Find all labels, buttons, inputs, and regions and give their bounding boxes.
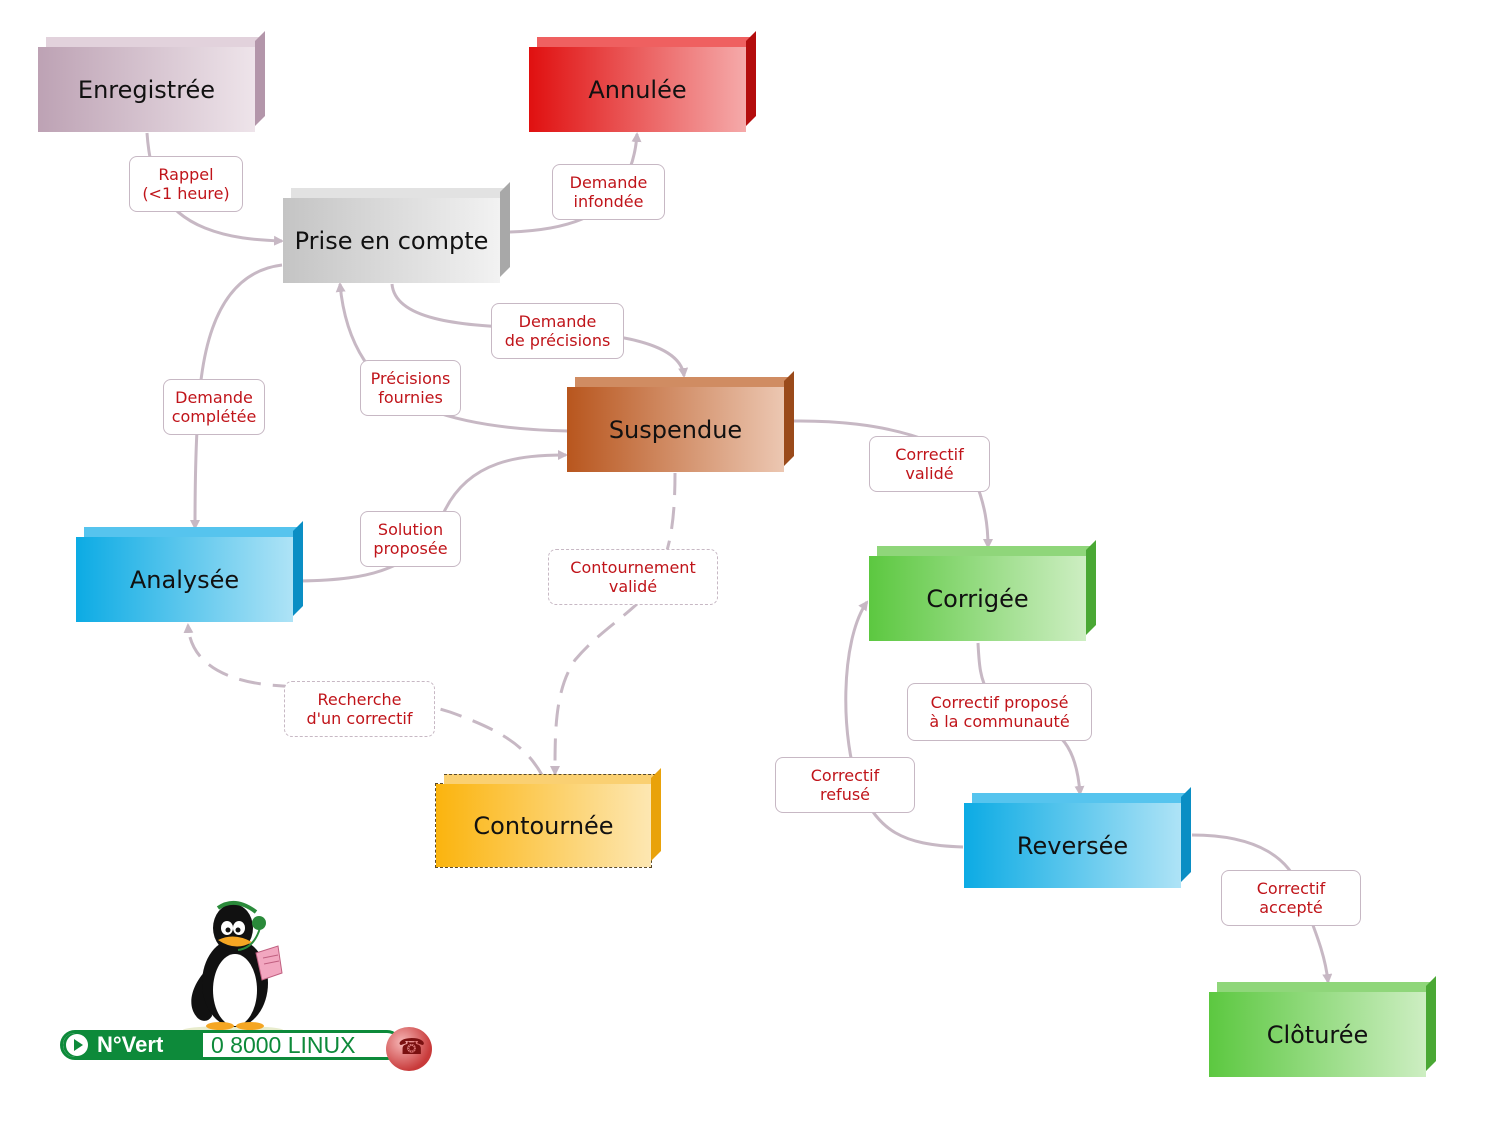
label-demande-precisions: Demande de précisions	[491, 303, 624, 359]
label-line: Correctif	[810, 766, 880, 785]
label-contournement-valide: Contournement validé	[548, 549, 718, 605]
label-line: validé	[905, 464, 954, 483]
state-label: Analysée	[129, 565, 240, 594]
label-line: d'un correctif	[306, 709, 413, 728]
label-correctif-valide: Correctif validé	[869, 436, 990, 492]
state-reversee: Reversée	[964, 787, 1191, 888]
label-line: Demande	[569, 173, 648, 192]
label-line: de précisions	[504, 331, 611, 350]
label-line: Solution	[377, 520, 444, 539]
phone-icon	[386, 1027, 432, 1071]
state-contournee: Contournée	[435, 768, 661, 868]
play-icon	[66, 1034, 88, 1056]
label-line: infondée	[573, 192, 644, 211]
label-line: Contournement	[570, 558, 696, 577]
label-line: à la communauté	[929, 712, 1070, 731]
label-line: accepté	[1259, 898, 1323, 917]
state-cloturee: Clôturée	[1209, 976, 1436, 1077]
state-corrigee: Corrigée	[869, 540, 1096, 641]
label-line: Correctif proposé	[930, 693, 1069, 712]
state-label: Reversée	[1016, 831, 1129, 860]
state-label: Annulée	[588, 75, 687, 104]
label-line: Correctif	[1256, 879, 1326, 898]
state-label: Clôturée	[1266, 1020, 1369, 1049]
label-correctif-accepte: Correctif accepté	[1221, 870, 1361, 926]
label-demande-infondee: Demande infondée	[552, 164, 665, 220]
badge-label: N°Vert	[97, 1032, 164, 1057]
label-line: (<1 heure)	[142, 184, 230, 203]
edge-solution-proposee	[299, 450, 568, 583]
state-annulee: Annulée	[529, 31, 756, 132]
label-line: complétée	[171, 407, 257, 426]
label-line: Demande	[518, 312, 597, 331]
state-prise-en-compte: Prise en compte	[283, 182, 510, 283]
state-label: Corrigée	[926, 584, 1029, 613]
badge-pill: N°Vert 0 8000 LINUX	[60, 1030, 402, 1060]
label-demande-completee: Demande complétée	[163, 379, 265, 435]
label-line: Précisions	[370, 369, 451, 388]
label-line: Recherche	[317, 690, 402, 709]
label-precisions-fournies: Précisions fournies	[360, 360, 461, 416]
label-line: refusé	[819, 785, 871, 804]
numero-vert-badge: N°Vert 0 8000 LINUX	[60, 1027, 434, 1071]
badge-number: 0 8000 LINUX	[211, 1032, 356, 1058]
label-correctif-refuse: Correctif refusé	[775, 757, 915, 813]
label-solution-proposee: Solution proposée	[360, 511, 461, 567]
label-line: fournies	[378, 388, 443, 407]
label-line: validé	[608, 577, 658, 596]
label-line: Demande	[175, 388, 253, 407]
label-line: Correctif	[895, 445, 964, 464]
state-label: Suspendue	[608, 415, 743, 444]
label-rappel: Rappel (<1 heure)	[129, 156, 243, 212]
state-enregistree: Enregistrée	[38, 31, 265, 132]
label-correctif-propose: Correctif proposé à la communauté	[907, 683, 1092, 741]
state-suspendue: Suspendue	[567, 371, 794, 472]
state-label: Enregistrée	[77, 75, 216, 104]
label-recherche-correctif: Recherche d'un correctif	[284, 681, 435, 737]
state-label: Contournée	[473, 811, 614, 840]
label-line: proposée	[373, 539, 448, 558]
state-label: Prise en compte	[294, 226, 489, 255]
state-analysee: Analysée	[76, 521, 303, 622]
edge-contournement-valide	[550, 472, 677, 776]
penguin-mascot-icon	[183, 900, 283, 1033]
label-line: Rappel	[158, 165, 214, 184]
